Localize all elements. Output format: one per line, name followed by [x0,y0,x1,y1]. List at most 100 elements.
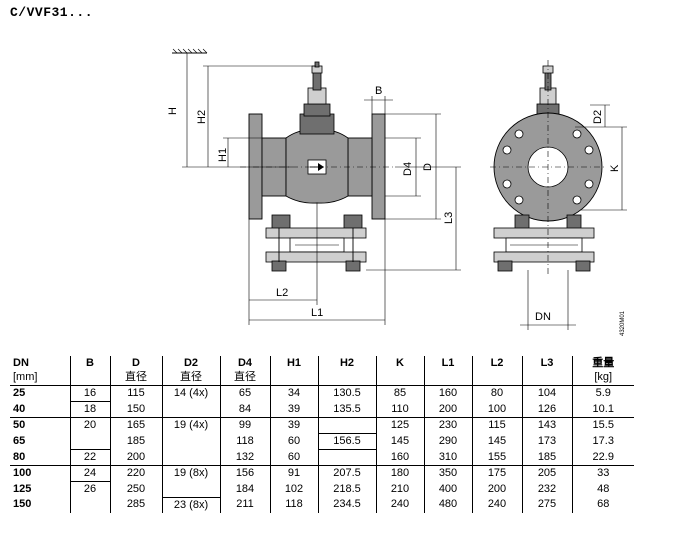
label-L1: L1 [311,307,323,319]
table-cell: 80 [472,385,523,402]
col-header: D [110,356,163,370]
dn-cell: 150 [10,497,71,513]
unit-cell [318,370,377,386]
label-D2: D2 [592,110,604,124]
table-cell: 200 [110,449,163,466]
table-cell: 39 [270,417,319,434]
table-cell: 130.5 [318,385,377,402]
table-cell: 480 [424,497,473,513]
unit-cell: 直径 [162,370,221,386]
table-cell: 185 [522,449,573,466]
table-cell: 240 [376,497,425,513]
table-cell: 5.9 [595,387,611,400]
table-cell: 180 [376,465,425,482]
table-cell: 173 [522,433,573,450]
table-cell: 210 [376,481,425,497]
table-cell [162,433,221,450]
unit-cell: 直径 [110,370,163,386]
dimension-lines-front [182,53,461,325]
label-H: H [167,107,179,115]
table-cell [162,401,221,418]
table-cell [318,417,377,434]
table-cell: 33 [572,465,634,482]
unit-cell [376,370,425,386]
table-cell [318,449,377,466]
document-title: C/VVF31... [10,5,94,20]
table-cell: 14 (4x) [162,385,221,402]
label-L2: L2 [276,287,288,299]
figure-code: 4320M01 [620,310,626,336]
label-H1: H1 [217,148,229,162]
unit-cell [424,370,473,386]
table-cell: 115 [110,385,163,402]
table-cell: 207.5 [318,465,377,482]
col-header: L2 [472,356,523,370]
table-cell: 34 [270,385,319,402]
table-cell: 17.3 [592,435,614,447]
col-header: B [70,356,111,370]
table-cell: 211 [220,497,271,513]
table-cell: 232 [522,481,573,497]
table-cell: 85 [376,385,425,402]
unit-cell [70,370,111,386]
table-cell: 230 [424,417,473,434]
col-header: D2 [162,356,221,370]
table-cell: 22.9 [592,450,614,463]
label-D4: D4 [402,162,414,176]
table-cell: 115 [472,417,523,434]
col-header: DN [10,356,71,370]
table-cell: 220 [110,465,163,482]
table-cell: 104 [522,385,573,402]
table-cell: 26 [70,481,111,497]
table-cell: 155 [472,449,523,466]
col-header: H1 [270,356,319,370]
table-cell: 184 [220,481,271,497]
table-cell: 275 [522,497,573,513]
label-L3: L3 [443,212,455,224]
table-cell: 218.5 [318,481,377,497]
table-cell: 19 (8x) [162,465,221,482]
table-cell: 20 [70,417,111,434]
valve-side-view [490,60,606,275]
table-cell: 160 [376,449,425,466]
table-cell: 22 [70,449,111,466]
valve-front-view [240,61,395,272]
table-cell: 126 [522,401,573,418]
table-cell: 16 [70,385,111,402]
table-cell: 175 [472,465,523,482]
table-cell: 68 [597,498,610,511]
table-cell: 23 (8x) [162,496,221,513]
table-cell: 39 [270,401,319,418]
table-cell [162,481,221,497]
dn-cell: 50 [10,417,71,434]
unit-cell [472,370,523,386]
dimension-lines-side [520,104,627,330]
table-cell: 200 [424,401,473,418]
table-cell: 125 [376,417,425,434]
table-cell: 60 [270,449,319,466]
label-H2: H2 [196,110,208,124]
table-cell: 156 [220,465,271,482]
table-cell: 285 [110,497,163,513]
table-cell: 102 [270,481,319,497]
table-cell: 118 [220,433,271,450]
table-cell: 65 [220,385,271,402]
table-cell: 143 [522,417,573,434]
col-header: 重量 [592,357,615,369]
table-cell: 99 [220,417,271,434]
table-cell: 350 [424,465,473,482]
unit-cell: [mm] [10,370,71,386]
table-header-row: DN B D D2 D4 H1 H2 K L1 L2 L3 重量 [10,356,634,370]
dn-cell: 25 [10,385,71,402]
table-cell: 185 [110,433,163,450]
table-cell: 290 [424,433,473,450]
table-cell: 60 [270,433,319,450]
unit-cell: [kg] [572,370,634,386]
table-cell [70,497,111,513]
